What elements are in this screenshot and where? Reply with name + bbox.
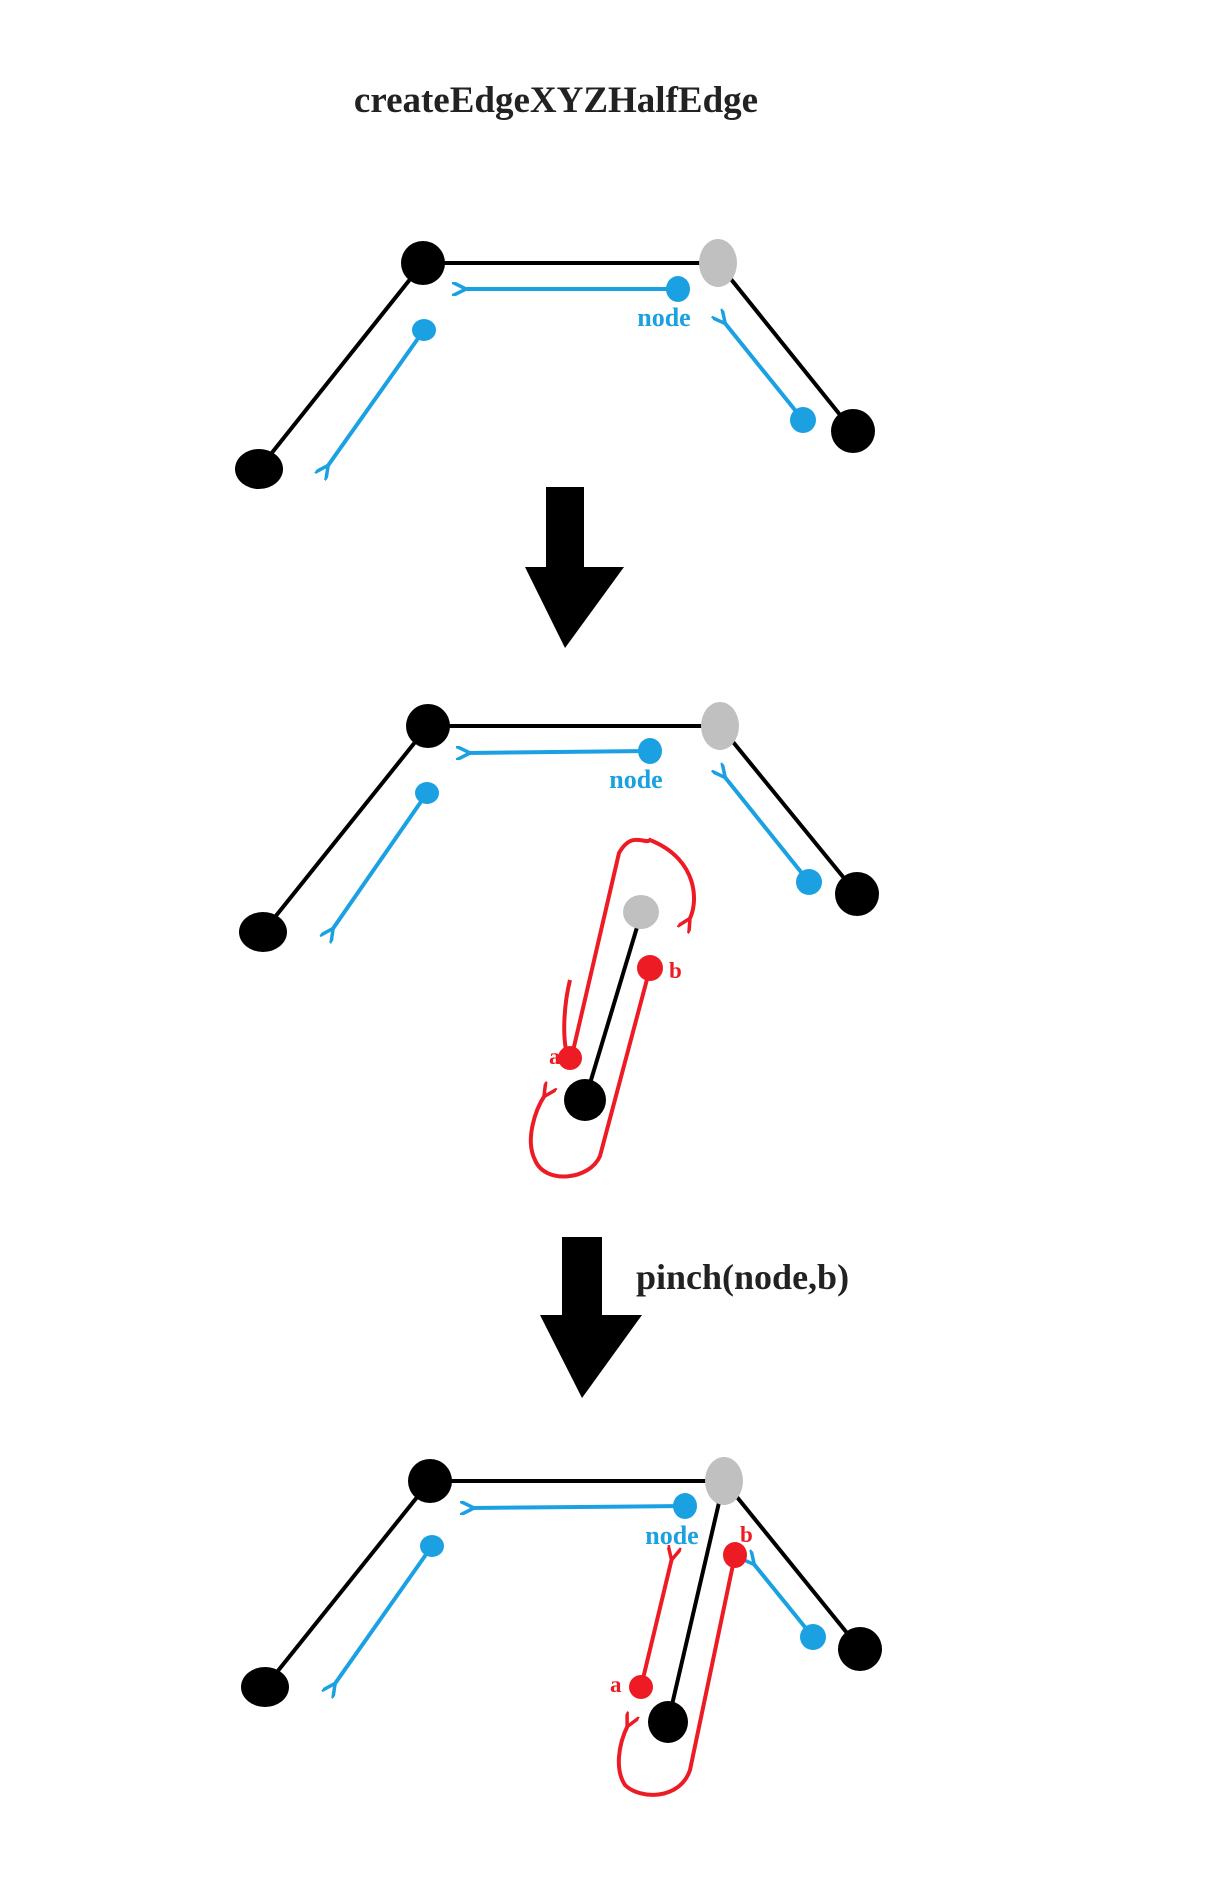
halfedge-origin-left [415,782,439,804]
halfedge-origin-node [638,738,662,764]
vertex-highlighted [701,702,739,750]
stage-1-halfedge-origins [412,276,816,433]
halfedge-b-arrow [528,967,652,1179]
vertex-top-left [408,1459,452,1503]
halfedge-origin-right [800,1624,826,1650]
halfedge-top-arrow [468,751,651,753]
diagram-title: createEdgeXYZHalfEdge [354,80,758,121]
halfedge-origin-b [637,955,663,981]
node-label: node [637,303,690,332]
halfedge-b-arrow [616,1554,737,1797]
down-arrow-icon [540,1237,642,1398]
stage-3-vertices [241,1457,882,1743]
vertex-top-left [406,704,450,748]
halfedge-a-arrow [568,837,696,1065]
stage-3-red-halfedges [616,1554,737,1797]
stage-3-halfedges [334,1506,815,1685]
halfedge-left-arrow [334,1544,434,1685]
edge-right [716,261,855,433]
edge-left [257,261,425,471]
edge-right [722,1479,862,1651]
halfedge-origin-node [673,1493,697,1519]
halfedge-left-arrow [332,791,429,930]
halfedge-origin-left [412,319,436,341]
stage-1-vertices [235,239,875,489]
halfedge-origin-b [723,1542,747,1568]
vertex-bottom-left [239,912,287,952]
vertex-top-left [401,241,445,285]
new-edge-group: a b [528,837,696,1179]
pinched-edge [666,1480,726,1723]
edge-left [261,724,430,934]
stage-1: node [235,239,875,489]
vertex-highlighted [705,1457,743,1505]
pinched-edge-bottom-vertex [648,1701,688,1743]
vertex-bottom-right [831,409,875,453]
label-b: b [740,1522,753,1547]
halfedge-left-arrow [327,328,426,467]
down-arrow-icon [525,487,624,648]
label-b: b [669,958,682,983]
halfedge-origin-left [420,1535,444,1557]
vertex-bottom-left [241,1667,289,1707]
halfedge-origin-a [629,1675,653,1699]
halfedge-origin-right [790,407,816,433]
edge-left [263,1479,432,1689]
stage-2-edges [261,724,859,934]
stage-2-halfedge-origins [415,738,822,895]
operation-label: pinch(node,b) [636,1257,849,1297]
new-edge-top-vertex [623,895,659,929]
new-edge [583,913,643,1101]
node-label: node [609,765,662,794]
halfedge-origin-node [666,276,690,302]
node-label: node [645,1521,698,1550]
vertex-bottom-right [838,1627,882,1671]
stage-1-halfedges [327,289,805,467]
halfedge-a-arrow [639,1558,672,1688]
stage-1-edges [257,261,855,471]
halfedge-right-arrow [724,776,811,884]
label-a: a [610,1672,622,1697]
vertex-highlighted [699,239,737,287]
halfedge-origin-a [558,1046,582,1070]
stage-2: node a b [239,702,879,1179]
stage-3-halfedge-origins [420,1493,826,1699]
edge-right [718,724,859,896]
label-a: a [549,1044,561,1069]
vertex-bottom-left [235,449,283,489]
vertex-bottom-right [835,872,879,916]
new-edge-bottom-vertex [564,1079,606,1121]
halfedge-top-arrow [472,1506,686,1508]
halfedge-right-arrow [753,1563,815,1639]
stage-3-edges [263,1479,862,1723]
halfedge-right-arrow [724,322,805,422]
halfedge-origin-right [796,869,822,895]
stage-2-vertices [239,702,879,952]
stage-2-halfedges [332,751,811,930]
stage-3: node a b [241,1457,882,1797]
